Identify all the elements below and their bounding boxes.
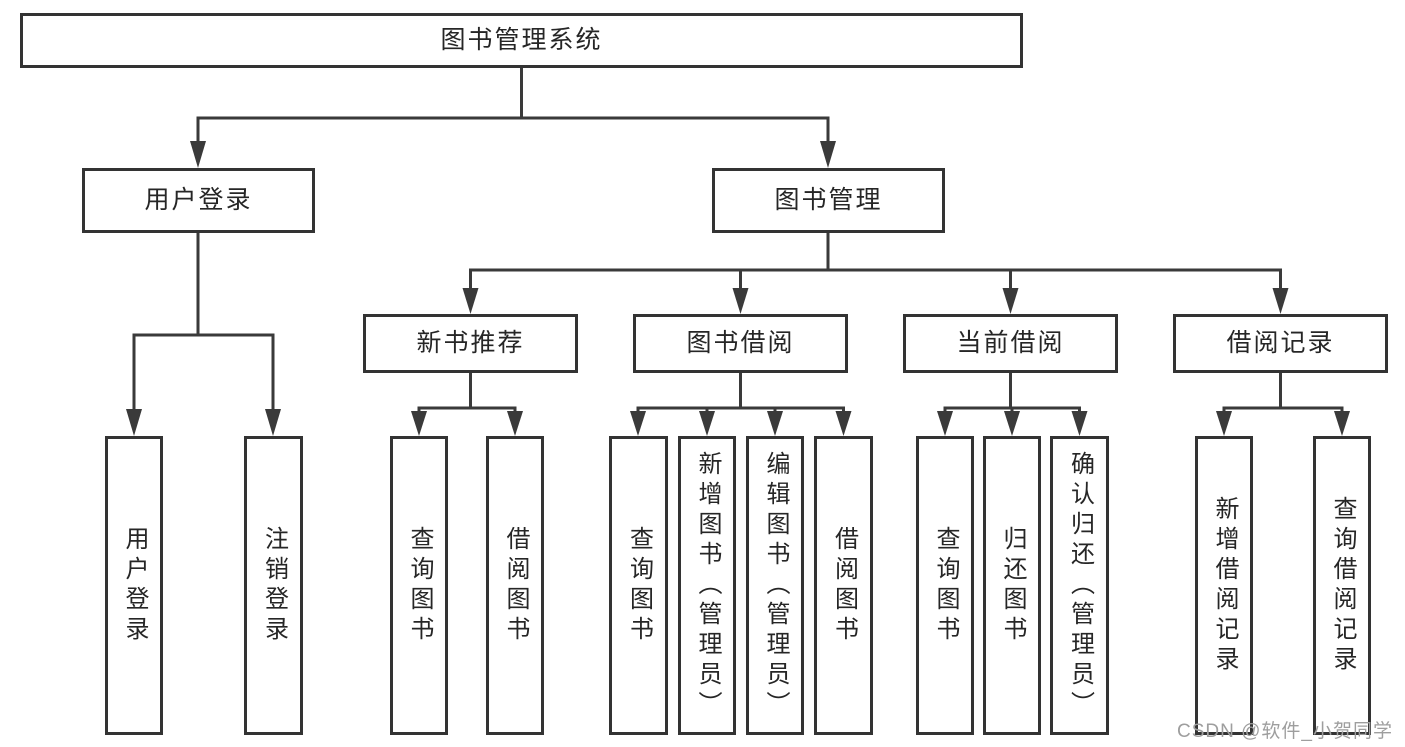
- node-label: 借阅记录: [1226, 329, 1335, 357]
- connector-currentborrow-to-leaves: [943, 373, 1081, 416]
- arrowhead-icon: [507, 411, 523, 436]
- node-label: 归还图书: [999, 525, 1026, 646]
- connector-userlogin-to-leaves: [132, 233, 275, 414]
- leaf-query-borrow-record: 查询借阅记录: [1313, 436, 1371, 735]
- node-label: 确认归还（管理员）: [1066, 450, 1094, 721]
- node-borrowing-records: 借阅记录: [1173, 314, 1388, 373]
- leaf-add-books-admin: 新增图书（管理员）: [678, 436, 736, 735]
- leaf-borrow-books-1: 借阅图书: [486, 436, 544, 735]
- node-label: 查询借阅记录: [1329, 495, 1356, 676]
- arrowhead-icon: [1216, 411, 1232, 436]
- arrowhead-icon: [1272, 288, 1289, 314]
- node-current-borrowing: 当前借阅: [903, 314, 1118, 373]
- node-book-management: 图书管理: [712, 168, 945, 233]
- arrowhead-icon: [699, 411, 715, 436]
- arrowhead-icon: [1071, 411, 1088, 436]
- node-book-borrowing: 图书借阅: [633, 314, 848, 373]
- node-new-book-recommend: 新书推荐: [363, 314, 578, 373]
- leaf-edit-books-admin: 编辑图书（管理员）: [746, 436, 804, 735]
- connector-bookborrow-to-leaves: [636, 373, 845, 416]
- leaf-query-books-2: 查询图书: [609, 436, 668, 735]
- leaf-confirm-return-admin: 确认归还（管理员）: [1050, 436, 1109, 735]
- node-label: 注销登录: [260, 525, 288, 646]
- node-label: 当前借阅: [956, 329, 1065, 357]
- connector-newbookrec-to-leaves: [417, 373, 517, 416]
- node-label: 借阅图书: [502, 525, 529, 646]
- node-label: 新书推荐: [416, 329, 525, 357]
- leaf-logout: 注销登录: [244, 436, 303, 735]
- arrowhead-icon: [1334, 411, 1350, 436]
- csdn-watermark: CSDN @软件_小贺同学: [1177, 721, 1393, 742]
- arrowhead-icon: [1002, 288, 1019, 314]
- arrowhead-icon: [732, 288, 749, 314]
- arrowheads: [126, 141, 1350, 436]
- node-label: 查询图书: [406, 525, 433, 646]
- arrowhead-icon: [820, 141, 836, 168]
- connector-borrowrecord-to-leaves: [1222, 373, 1344, 416]
- node-label: 借阅图书: [830, 525, 858, 646]
- node-label: 用户登录: [121, 525, 148, 646]
- arrowhead-icon: [630, 411, 646, 436]
- leaf-user-login: 用户登录: [105, 436, 163, 735]
- node-root-system: 图书管理系统: [20, 13, 1023, 68]
- arrowhead-icon: [190, 141, 206, 168]
- node-label: 新增图书（管理员）: [694, 450, 721, 721]
- node-label: 新增借阅记录: [1211, 495, 1238, 676]
- arrowhead-icon: [126, 409, 142, 436]
- arrowhead-icon: [835, 411, 852, 436]
- node-label: 用户登录: [144, 186, 253, 214]
- node-label: 编辑图书（管理员）: [762, 450, 789, 721]
- node-label: 图书管理系统: [440, 26, 603, 54]
- connector-bookmgmt-to-level3: [469, 233, 1282, 292]
- node-user-login: 用户登录: [82, 168, 315, 233]
- node-label: 图书借阅: [686, 329, 795, 357]
- arrowhead-icon: [411, 411, 427, 436]
- leaf-borrow-books-2: 借阅图书: [814, 436, 873, 735]
- leaf-query-books-3: 查询图书: [916, 436, 974, 735]
- leaf-add-borrow-record: 新增借阅记录: [1195, 436, 1253, 735]
- arrowhead-icon: [1004, 411, 1020, 436]
- arrowhead-icon: [265, 409, 281, 436]
- leaf-return-books: 归还图书: [983, 436, 1041, 735]
- node-label: 图书管理: [774, 186, 883, 214]
- node-label: 查询图书: [932, 525, 959, 646]
- leaf-query-books-1: 查询图书: [390, 436, 448, 735]
- arrowhead-icon: [767, 411, 783, 436]
- arrowhead-icon: [462, 288, 479, 314]
- connector-root-to-level2: [196, 68, 830, 146]
- arrowhead-icon: [937, 411, 953, 436]
- node-label: 查询图书: [625, 525, 653, 646]
